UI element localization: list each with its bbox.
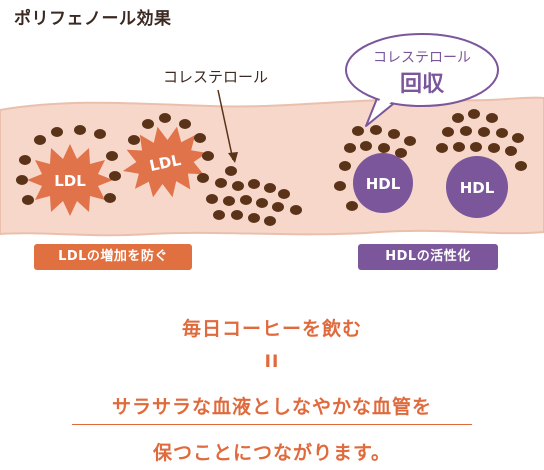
cholesterol-particle bbox=[346, 201, 358, 211]
cholesterol-particle bbox=[225, 166, 237, 176]
cholesterol-particle bbox=[51, 127, 63, 137]
cholesterol-arrow bbox=[217, 89, 234, 161]
bubble-text-line1: コレステロール bbox=[373, 50, 471, 66]
cholesterol-particle bbox=[223, 196, 235, 206]
ldl-starburst-2 bbox=[122, 126, 208, 198]
ldl-particle-2: LDL bbox=[122, 126, 208, 198]
message-line-4: 保つことにつながります。 bbox=[152, 442, 392, 464]
cholesterol-particle bbox=[256, 198, 268, 208]
hdl-effect-tag: HDLの活性化 bbox=[358, 244, 498, 270]
hdl-circle-2 bbox=[446, 156, 508, 218]
cholesterol-particle bbox=[240, 195, 252, 205]
diagram-title: ポリフェノール効果 bbox=[14, 9, 172, 29]
hdl-1-cholesterol-particles bbox=[334, 125, 416, 211]
ldl-2-cholesterol-particles bbox=[128, 113, 214, 183]
cholesterol-particle bbox=[248, 179, 260, 189]
message-line-3: サラサラな血液としなやかな血管を bbox=[111, 396, 432, 418]
bubble-text-line2: 回収 bbox=[400, 72, 445, 97]
bubble-tail-cover bbox=[370, 97, 395, 120]
ldl-label-1: LDL bbox=[54, 172, 86, 190]
cholesterol-particle bbox=[442, 127, 454, 137]
cholesterol-particle bbox=[231, 210, 243, 220]
hdl-circle-1 bbox=[353, 153, 413, 213]
cholesterol-particle bbox=[159, 113, 171, 123]
cholesterol-particle bbox=[395, 148, 407, 158]
cholesterol-particle bbox=[352, 126, 364, 136]
cholesterol-particle bbox=[264, 216, 276, 226]
cholesterol-particle bbox=[370, 125, 382, 135]
ldl-particle-1: LDL bbox=[27, 144, 113, 216]
cholesterol-particle bbox=[404, 136, 416, 146]
cholesterol-particle bbox=[194, 133, 206, 143]
message-equals: II bbox=[264, 352, 280, 372]
cholesterol-particle bbox=[213, 210, 225, 220]
cholesterol-particle bbox=[34, 135, 46, 145]
cholesterol-arrowhead bbox=[228, 152, 238, 163]
hdl-label-2: HDL bbox=[460, 179, 495, 197]
cholesterol-particle bbox=[74, 125, 86, 135]
cholesterol-particle bbox=[22, 195, 34, 205]
cholesterol-particle bbox=[19, 155, 31, 165]
cholesterol-particle bbox=[378, 143, 390, 153]
cholesterol-particle bbox=[94, 129, 106, 139]
cholesterol-particle bbox=[470, 142, 482, 152]
cholesterol-label: コレステロール bbox=[163, 68, 268, 86]
cholesterol-particle bbox=[388, 129, 400, 139]
cholesterol-particle bbox=[512, 133, 524, 143]
cholesterol-particle bbox=[272, 202, 284, 212]
cholesterol-particle bbox=[453, 142, 465, 152]
cholesterol-particle bbox=[486, 113, 498, 123]
cholesterol-particle bbox=[104, 193, 116, 203]
cholesterol-particle bbox=[360, 141, 372, 151]
ldl-1-cholesterol-particles bbox=[16, 125, 121, 205]
hdl-2-cholesterol-particles bbox=[436, 109, 527, 171]
cholesterol-particle bbox=[290, 205, 302, 215]
cholesterol-particle bbox=[16, 175, 28, 185]
cholesterol-particle bbox=[460, 126, 472, 136]
cholesterol-cluster bbox=[206, 166, 302, 226]
cholesterol-particle bbox=[109, 171, 121, 181]
cholesterol-particle bbox=[452, 113, 464, 123]
cholesterol-particle bbox=[106, 151, 118, 161]
blood-vessel-diagram: LDL LDL bbox=[0, 33, 544, 237]
cholesterol-particle bbox=[179, 119, 191, 129]
cholesterol-particle bbox=[478, 127, 490, 137]
message-line-1: 毎日コーヒーを飲む bbox=[181, 318, 362, 340]
ldl-starburst-1 bbox=[27, 144, 113, 216]
ldl-effect-tag: LDLの増加を防ぐ bbox=[34, 244, 192, 270]
cholesterol-particle bbox=[248, 213, 260, 223]
message-divider bbox=[72, 424, 472, 425]
cholesterol-recovery-bubble: コレステロール 回収 bbox=[345, 33, 499, 127]
cholesterol-particle bbox=[197, 173, 209, 183]
cholesterol-particle bbox=[202, 151, 214, 161]
cholesterol-particle bbox=[496, 128, 508, 138]
cholesterol-particle bbox=[515, 161, 527, 171]
cholesterol-particle bbox=[142, 119, 154, 129]
cholesterol-particle bbox=[436, 143, 448, 153]
cholesterol-particle bbox=[334, 181, 346, 191]
cholesterol-particle bbox=[344, 143, 356, 153]
cholesterol-particle bbox=[232, 181, 244, 191]
hdl-label-1: HDL bbox=[366, 175, 401, 193]
cholesterol-particle bbox=[339, 161, 351, 171]
cholesterol-particle bbox=[215, 178, 227, 188]
cholesterol-particle bbox=[468, 109, 480, 119]
cholesterol-particle bbox=[264, 183, 276, 193]
cholesterol-particle bbox=[278, 189, 290, 199]
cholesterol-particle bbox=[206, 194, 218, 204]
cholesterol-particle bbox=[488, 143, 500, 153]
cholesterol-particle bbox=[128, 135, 140, 145]
cholesterol-particle bbox=[505, 146, 517, 156]
bubble-body bbox=[345, 33, 499, 107]
